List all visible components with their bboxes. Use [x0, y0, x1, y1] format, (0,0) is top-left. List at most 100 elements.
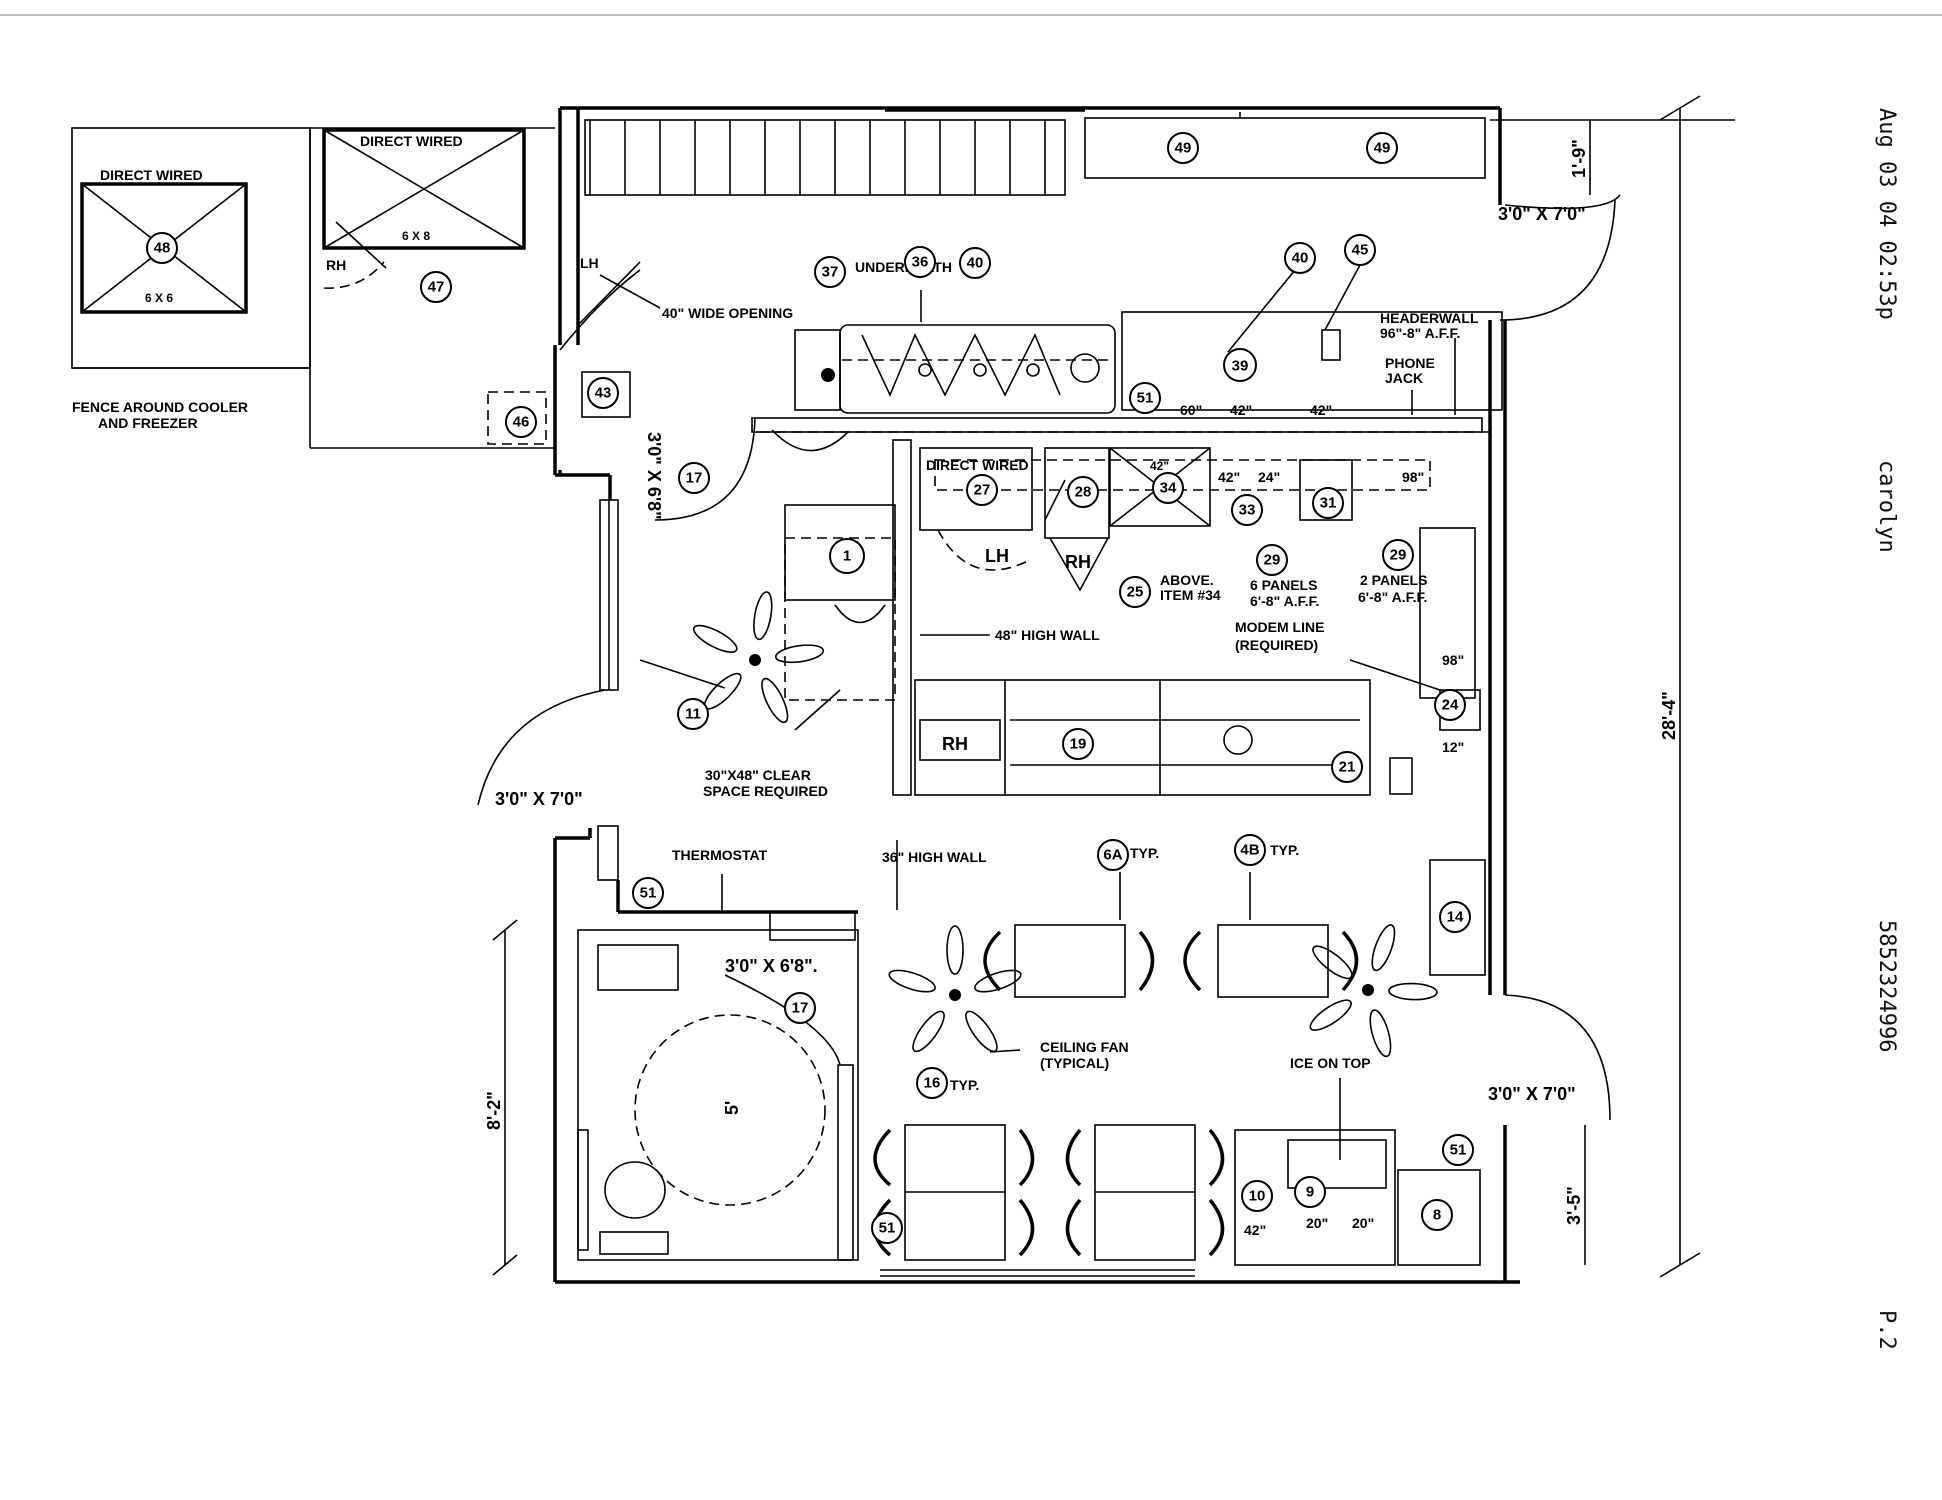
turning-radius-label: 5': [722, 1101, 742, 1115]
thermostat-label: THERMOSTAT: [672, 847, 768, 863]
underneath-label: UNDERNEATH: [855, 259, 952, 275]
tag-19: 19: [1062, 728, 1094, 760]
tag-16: 16: [916, 1067, 948, 1099]
office-area: [477, 194, 1621, 1266]
svg-text:43: 43: [595, 385, 612, 402]
svg-text:39: 39: [1232, 358, 1249, 375]
panels6-label: 6 PANELS: [1250, 577, 1317, 593]
rh-counter-label: RH: [942, 734, 968, 754]
tag-47: 47: [420, 271, 452, 303]
fax-header: Aug 03 04 02:53p carolyn 5852324996 P.2: [1874, 108, 1899, 1350]
dimensions: [492, 95, 1735, 1278]
svg-text:28: 28: [1075, 484, 1092, 501]
tag-29a: 29: [1256, 544, 1288, 576]
lh-cabinet-label: LH: [985, 546, 1009, 566]
height-98a: 98": [1402, 469, 1424, 485]
tag-24: 24: [1434, 689, 1466, 721]
typ-16-label: TYP.: [950, 1077, 979, 1093]
clear-space-label: 30"X48" CLEAR: [705, 767, 811, 783]
height-42c: 42": [1150, 459, 1169, 473]
svg-text:29: 29: [1390, 547, 1407, 564]
svg-text:51: 51: [1137, 390, 1154, 407]
door-label-top-right: 3'0" X 7'0": [1498, 204, 1586, 224]
tag-1: 1: [829, 538, 865, 574]
svg-text:19: 19: [1070, 736, 1087, 753]
plan-labels: LH 40" WIDE OPENING UNDERNEATH 3'0" X 7'…: [484, 139, 1679, 1238]
height-42d: 42": [1218, 469, 1240, 485]
svg-text:49: 49: [1374, 140, 1391, 157]
wide-opening-label: 40" WIDE OPENING: [662, 305, 793, 321]
svg-text:21: 21: [1339, 759, 1356, 776]
tag-37: 37: [814, 256, 846, 288]
svg-text:24: 24: [1442, 697, 1459, 714]
tag-45: 45: [1344, 234, 1376, 266]
cooler-box: [322, 128, 526, 250]
tag-8: 8: [1421, 1199, 1453, 1231]
height-42b: 42": [1310, 402, 1332, 418]
phone-jack-label-2: JACK: [1385, 370, 1423, 386]
svg-text:31: 31: [1320, 495, 1337, 512]
tag-43: 43: [581, 371, 631, 418]
height-60: 60": [1180, 402, 1202, 418]
rh-cabinet-label: RH: [1065, 552, 1091, 572]
svg-text:36: 36: [912, 254, 929, 271]
above-item-label-2: ITEM #34: [1160, 587, 1221, 603]
dimension-3-5: 3'-5": [1564, 1186, 1584, 1225]
svg-text:51: 51: [879, 1220, 896, 1237]
ice-on-top-label: ICE ON TOP: [1290, 1055, 1371, 1071]
ceiling-fan-3: [1309, 924, 1438, 1058]
fence-label: FENCE AROUND COOLER: [72, 399, 248, 415]
height-20b: 20": [1352, 1215, 1374, 1231]
svg-text:49: 49: [1175, 140, 1192, 157]
svg-text:46: 46: [513, 414, 530, 431]
tag-33: 33: [1231, 494, 1263, 526]
svg-text:51: 51: [640, 885, 657, 902]
svg-text:37: 37: [822, 264, 839, 281]
tag-11: 11: [677, 698, 709, 730]
dimension-8-2: 8'-2": [484, 1091, 504, 1130]
direct-wired-label-2: DIRECT WIRED: [360, 133, 463, 149]
headerwall-label: HEADERWALL: [1380, 310, 1479, 326]
modem-label-2: (REQUIRED): [1235, 637, 1318, 653]
clear-space-label-2: SPACE REQUIRED: [703, 783, 828, 799]
above-item-label: ABOVE.: [1160, 572, 1214, 588]
door-label-left-vertical: 3'0" X 6'8": [644, 432, 664, 520]
tag-36: 36: [904, 246, 936, 278]
svg-text:6A: 6A: [1103, 847, 1122, 864]
ceiling-fan-label-2: (TYPICAL): [1040, 1055, 1109, 1071]
tag-17b: 17: [784, 992, 816, 1024]
typ-6a-label: TYP.: [1130, 845, 1159, 861]
size-label-6x6: 6 X 6: [145, 291, 173, 305]
svg-text:29: 29: [1264, 552, 1281, 569]
tag-51b: 51: [632, 877, 664, 909]
door-label-right: 3'0" X 7'0": [1488, 1084, 1576, 1104]
tag-46: 46: [505, 406, 537, 438]
equipment-39: [1223, 348, 1257, 382]
tag-51d: 51: [1442, 1134, 1474, 1166]
tag-31: 31: [1312, 487, 1344, 519]
tag-9: 9: [1294, 1176, 1326, 1208]
fax-phone: 5852324996: [1874, 920, 1899, 1052]
tag-51c: 51: [871, 1212, 903, 1244]
dimension-28-4: 28'-4": [1659, 691, 1679, 740]
headerwall-label-2: 96"-8" A.F.F.: [1380, 325, 1460, 341]
walk-in-area: DIRECT WIRED 6 X 6 DIRECT WIRED 6 X 8 RH…: [71, 127, 555, 449]
svg-text:27: 27: [974, 482, 991, 499]
svg-text:40: 40: [1292, 250, 1309, 267]
svg-text:45: 45: [1352, 242, 1369, 259]
dimension-1-9: 1'-9": [1569, 139, 1589, 178]
leader-lines: [599, 264, 1456, 1160]
svg-text:17: 17: [686, 470, 703, 487]
fax-page: P.2: [1874, 1310, 1899, 1350]
svg-text:8: 8: [1433, 1207, 1441, 1224]
rh-walkin-label: RH: [326, 257, 346, 273]
shelf-dividers: [589, 120, 1046, 195]
kitchen-line: DIRECT WIRED: [751, 311, 1503, 796]
svg-text:16: 16: [924, 1075, 941, 1092]
svg-text:51: 51: [1450, 1142, 1467, 1159]
tag-51a: 51: [1129, 382, 1161, 414]
high-wall-36-label: 36" HIGH WALL: [882, 849, 987, 865]
svg-text:48: 48: [154, 240, 171, 257]
fax-sender: carolyn: [1874, 460, 1899, 553]
tag-39: 39: [1232, 358, 1249, 375]
